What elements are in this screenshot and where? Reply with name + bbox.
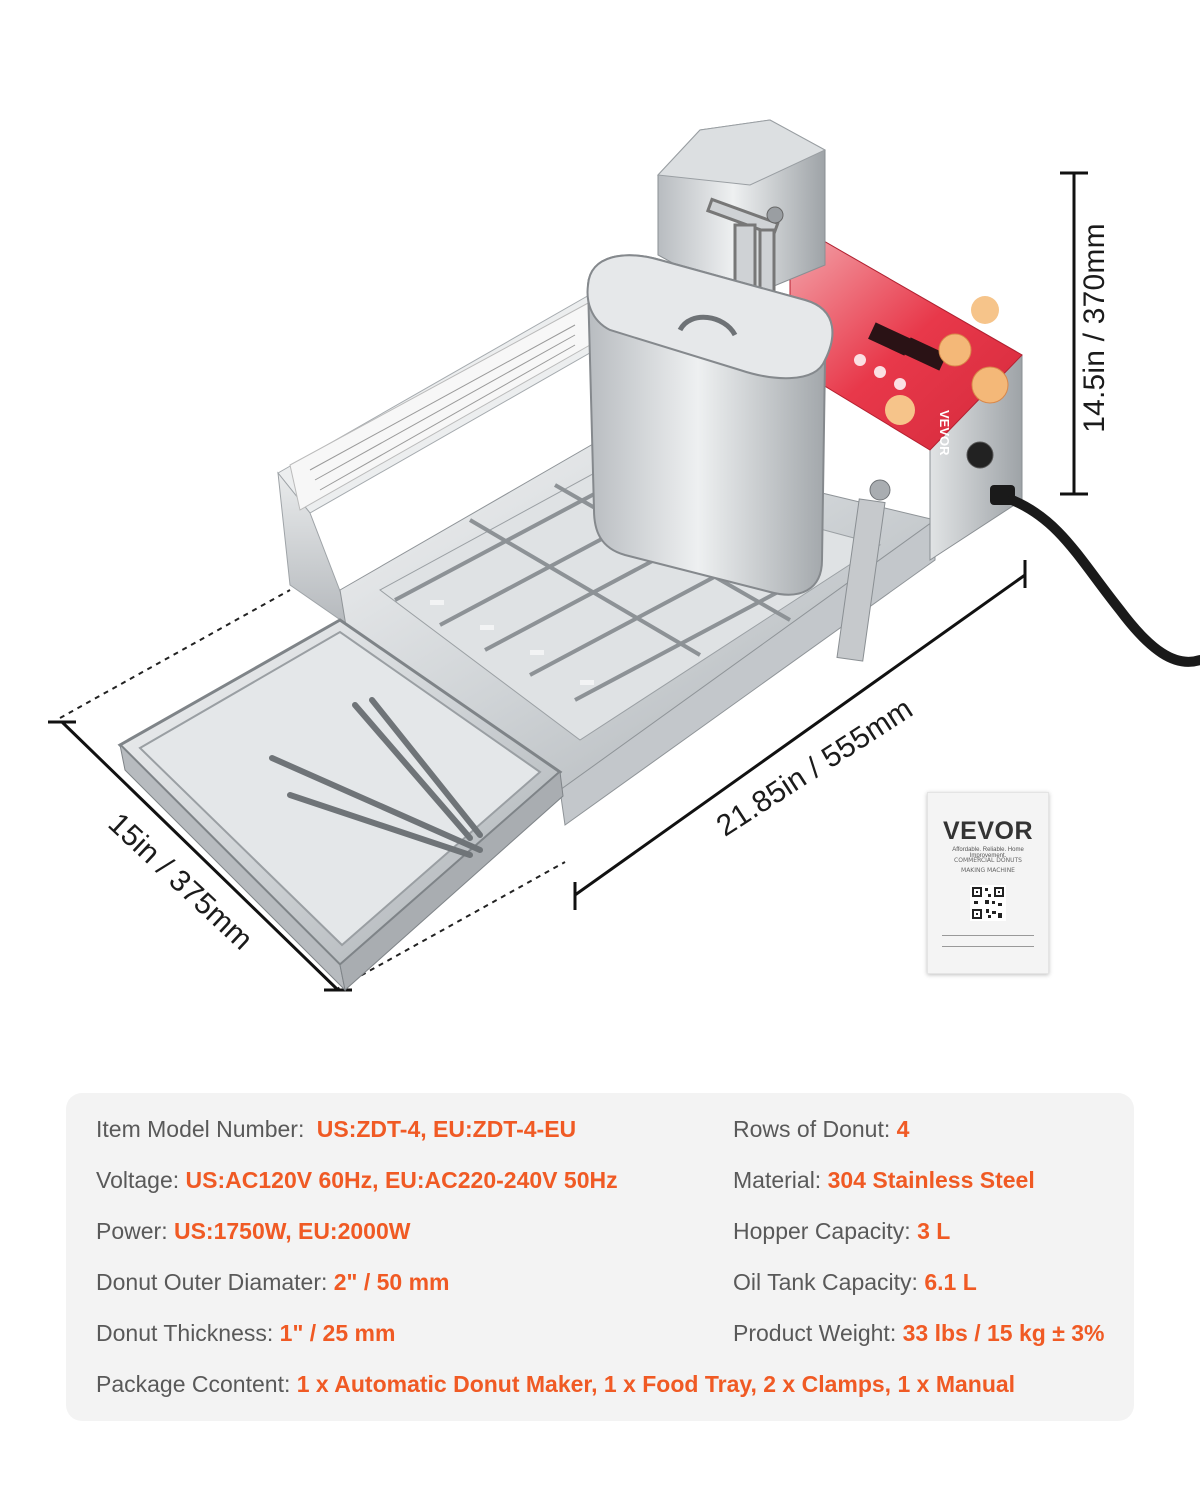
spec-label: Rows of Donut:: [733, 1116, 891, 1142]
height-dimension-line: [1060, 171, 1088, 496]
spec-donut-thickness: Donut Thickness: 1" / 25 mm: [96, 1320, 395, 1347]
spec-label: Voltage:: [96, 1167, 180, 1193]
spec-oil-tank-capacity: Oil Tank Capacity: 6.1 L: [733, 1269, 977, 1296]
spec-label: Hopper Capacity:: [733, 1218, 911, 1244]
spec-label: Package Ccontent:: [96, 1371, 291, 1397]
spec-label: Power:: [96, 1218, 168, 1244]
spec-value: US:1750W, EU:2000W: [173, 1218, 411, 1244]
hopper-lid-handle: [677, 314, 738, 337]
spec-item-model-number: Item Model Number: US:ZDT-4, EU:ZDT-4-EU: [96, 1116, 576, 1143]
spec-value: 4: [896, 1116, 910, 1142]
spec-label: Item Model Number:: [96, 1116, 305, 1142]
spec-label: Donut Outer Diamater:: [96, 1269, 328, 1295]
spec-value: US:ZDT-4, EU:ZDT-4-EU: [316, 1116, 577, 1142]
spec-value: US:AC120V 60Hz, EU:AC220-240V 50Hz: [185, 1167, 618, 1193]
temperature-knob: [966, 441, 994, 469]
spec-label: Material:: [733, 1167, 822, 1193]
spec-hopper-capacity: Hopper Capacity: 3 L: [733, 1218, 950, 1245]
spec-value: 304 Stainless Steel: [827, 1167, 1035, 1193]
manual-tagline: Affordable. Reliable. Home Improvement.: [952, 847, 1024, 859]
spec-material: Material: 304 Stainless Steel: [733, 1167, 1035, 1194]
spec-voltage: Voltage: US:AC120V 60Hz, EU:AC220-240V 5…: [96, 1167, 618, 1194]
manual-subtitle: MAKING MACHINE: [961, 867, 1015, 874]
manual-brand-logo: VEVOR: [942, 817, 1034, 845]
height-dimension-label: 14.5in / 370mm: [1078, 223, 1111, 433]
qr-code-icon: [970, 885, 1006, 921]
spec-value: 2" / 50 mm: [333, 1269, 450, 1295]
spec-donut-outer-diameter: Donut Outer Diamater: 2" / 50 mm: [96, 1269, 450, 1296]
specifications-panel: Item Model Number: US:ZDT-4, EU:ZDT-4-EU…: [66, 1093, 1134, 1421]
donut-maker-illustration: VEVOR: [48, 119, 1200, 992]
spec-label: Oil Tank Capacity:: [733, 1269, 918, 1295]
manual-title: COMMERCIAL DONUTS: [954, 857, 1022, 864]
spec-label: Donut Thickness:: [96, 1320, 274, 1346]
control-display: [854, 296, 1009, 425]
clamps: [269, 697, 483, 858]
spec-value: 1" / 25 mm: [279, 1320, 396, 1346]
manual-footer-line: [942, 935, 1034, 947]
spec-label: Product Weight:: [733, 1320, 897, 1346]
spec-value: 6.1 L: [924, 1269, 977, 1295]
user-manual: VEVOR Affordable. Reliable. Home Improve…: [927, 792, 1049, 974]
spec-value: 1 x Automatic Donut Maker, 1 x Food Tray…: [296, 1371, 1016, 1397]
machine-brand-logo: VEVOR: [937, 410, 952, 456]
power-cord: [1007, 495, 1200, 667]
width-dimension-line: [48, 720, 352, 992]
length-dimension-line: [573, 560, 1027, 910]
spec-value: 33 lbs / 15 kg ± 3%: [902, 1320, 1105, 1346]
spec-product-weight: Product Weight: 33 lbs / 15 kg ± 3%: [733, 1320, 1104, 1347]
spec-rows-of-donut: Rows of Donut: 4: [733, 1116, 909, 1143]
spec-power: Power: US:1750W, EU:2000W: [96, 1218, 410, 1245]
spec-value: 3 L: [917, 1218, 951, 1244]
spec-package-content: Package Ccontent: 1 x Automatic Donut Ma…: [96, 1371, 1015, 1398]
